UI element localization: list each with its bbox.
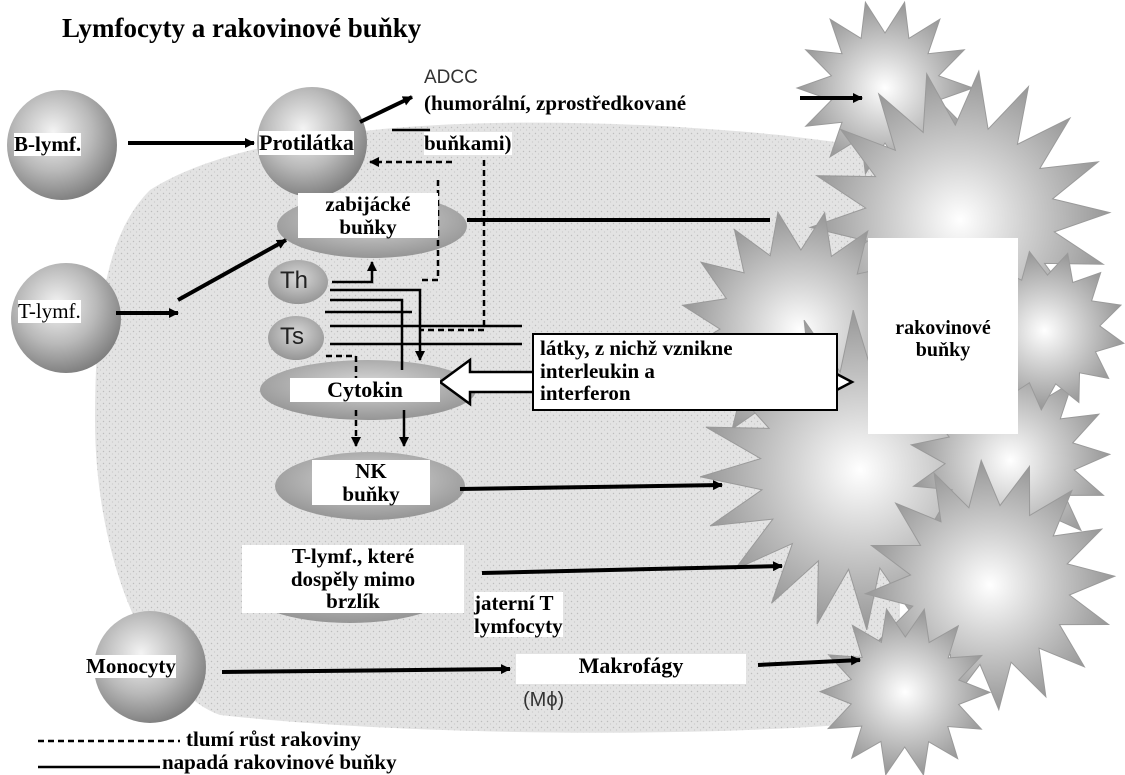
liver-t-line1: jaterní T — [474, 592, 563, 615]
substances-line3: interferon — [540, 382, 830, 405]
extrathymic-t-label: T-lymf., které dospěly mimo brzlík — [242, 545, 464, 613]
substances-label: látky, z nichž vznikne interleukin a int… — [532, 333, 838, 411]
adcc-label: ADCC — [424, 68, 478, 89]
t-lymph-label: T-lymf. — [18, 300, 81, 323]
killer-cells-label: zabijácké buňky — [298, 193, 438, 238]
extrathymic-line1: T-lymf., které — [242, 545, 464, 568]
cancer-cells-line1: rakovinové — [868, 318, 1018, 340]
legend-solid-label: napadá rakovinové buňky — [162, 751, 397, 774]
monocytes-label: Monocyty — [86, 655, 176, 678]
macrophage-symbol: (Mϕ) — [523, 690, 564, 712]
nk-cells-label: NK buňky — [312, 460, 430, 505]
adcc-desc-line2: buňkami) — [424, 132, 512, 155]
b-lymph-label: B-lymf. — [14, 133, 81, 156]
antibody-label: Protilátka — [259, 131, 354, 155]
ts-label: Ts — [280, 324, 304, 350]
th-label: Th — [280, 268, 308, 294]
substances-line1: látky, z nichž vznikne — [540, 337, 830, 360]
liver-t-line2: lymfocyty — [474, 615, 563, 638]
cancer-cells-line2: buňky — [868, 340, 1018, 362]
extrathymic-line2: dospěly mimo — [242, 568, 464, 591]
diagram-title: Lymfocyty a rakovinové buňky — [62, 14, 421, 43]
liver-t-label: jaterní T lymfocyty — [474, 592, 563, 637]
killer-cells-line1: zabijácké — [298, 193, 438, 216]
cytokine-label: Cytokin — [290, 378, 440, 402]
substances-line2: interleukin a — [540, 360, 830, 383]
nk-cells-line1: NK — [312, 460, 430, 483]
extrathymic-line3: brzlík — [242, 590, 464, 613]
adcc-desc-line1: (humorální, zprostředkované — [424, 92, 686, 115]
legend-dashed-label: tlumí růst rakoviny — [186, 728, 361, 751]
cancer-cells-label: rakovinové buňky — [868, 238, 1018, 434]
killer-cells-line2: buňky — [298, 216, 438, 239]
macrophages-label: Makrofágy — [516, 654, 746, 684]
nk-cells-line2: buňky — [312, 483, 430, 506]
